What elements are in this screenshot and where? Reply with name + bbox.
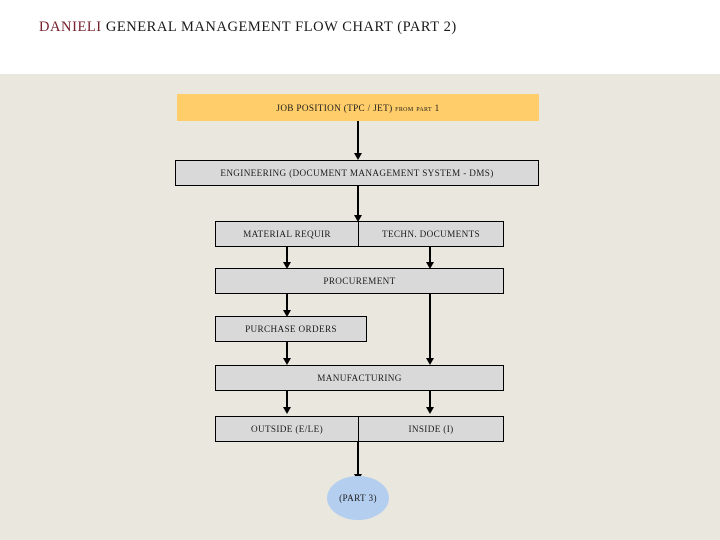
node-job-position[interactable]: JOB POSITION (TPC / JET) from part 1 bbox=[177, 94, 539, 121]
connector-procurement-to-manufacturing bbox=[429, 293, 431, 359]
connector-techdocs-to-procurement bbox=[429, 246, 431, 265]
node-engineering[interactable]: ENGINEERING (DOCUMENT MANAGEMENT SYSTEM … bbox=[175, 160, 539, 186]
node-techn-documents-label: TECHN. DOCUMENTS bbox=[382, 229, 480, 239]
node-purchase-orders-label: PURCHASE ORDERS bbox=[245, 324, 337, 334]
page-title: DANIELI GENERAL MANAGEMENT FLOW CHART (P… bbox=[39, 17, 659, 37]
arrowhead-inside bbox=[425, 407, 434, 414]
node-material-requir-label: MATERIAL REQUIR bbox=[243, 229, 331, 239]
arrowhead-outside bbox=[282, 407, 291, 414]
arrowhead-manufacturing-left bbox=[282, 358, 291, 365]
node-procurement-label: PROCUREMENT bbox=[323, 276, 396, 286]
arrowhead-purchaseorders bbox=[282, 310, 291, 317]
connector-purchaseorders-to-manufacturing bbox=[286, 341, 288, 361]
node-outside[interactable]: OUTSIDE (E/LE) bbox=[215, 416, 359, 442]
node-purchase-orders[interactable]: PURCHASE ORDERS bbox=[215, 316, 367, 342]
connector-manufacturing-to-inside bbox=[429, 390, 431, 409]
node-inside[interactable]: INSIDE (I) bbox=[358, 416, 504, 442]
arrowhead-manufacturing-right bbox=[425, 358, 434, 365]
node-material-requir[interactable]: MATERIAL REQUIR bbox=[215, 221, 359, 247]
node-engineering-label: ENGINEERING (DOCUMENT MANAGEMENT SYSTEM … bbox=[220, 168, 494, 178]
slide-body-background bbox=[0, 74, 720, 540]
connector-manufacturing-to-outside bbox=[286, 390, 288, 409]
arrowhead-procurement-left bbox=[282, 262, 291, 269]
node-manufacturing[interactable]: MANUFACTURING bbox=[215, 365, 504, 391]
arrowhead-procurement-right bbox=[425, 262, 434, 269]
page-title-text: GENERAL MANAGEMENT FLOW CHART (PART 2) bbox=[101, 19, 457, 35]
node-inside-label: INSIDE (I) bbox=[408, 424, 454, 434]
node-manufacturing-label: MANUFACTURING bbox=[317, 373, 402, 383]
node-outside-label: OUTSIDE (E/LE) bbox=[250, 424, 323, 434]
connector-outside-to-part3 bbox=[357, 441, 359, 479]
connector-procurement-to-purchaseorders bbox=[286, 293, 288, 312]
arrowhead-engineering bbox=[353, 153, 362, 160]
node-techn-documents[interactable]: TECHN. DOCUMENTS bbox=[358, 221, 504, 247]
node-part-3[interactable]: (PART 3) bbox=[327, 476, 389, 520]
brand-name: DANIELI bbox=[39, 19, 102, 35]
connector-job-to-engineering bbox=[357, 120, 359, 154]
arrowhead-materialreq bbox=[353, 215, 362, 222]
connector-engineering-to-materialreq bbox=[357, 185, 359, 217]
node-job-position-label: JOB POSITION (TPC / JET) from part 1 bbox=[276, 102, 440, 113]
connector-materialreq-to-procurement bbox=[286, 246, 288, 265]
node-procurement[interactable]: PROCUREMENT bbox=[215, 268, 504, 294]
node-part-3-label: (PART 3) bbox=[339, 493, 377, 503]
